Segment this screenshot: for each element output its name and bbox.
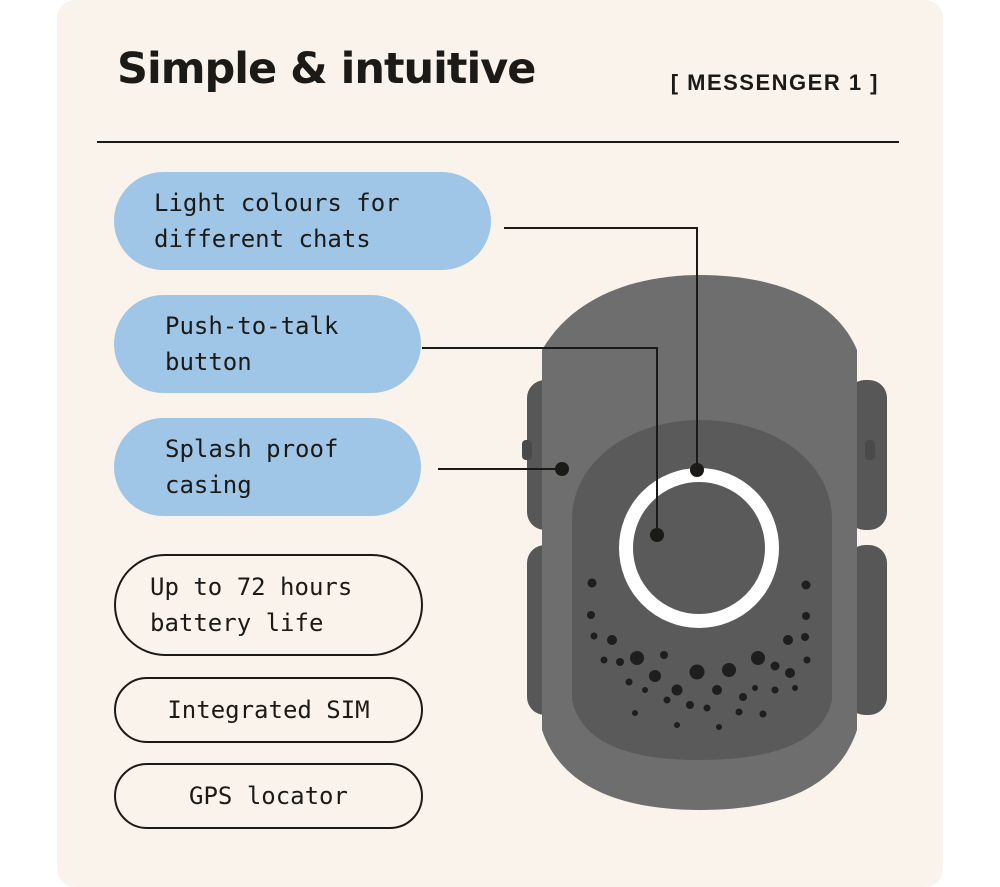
divider [97,141,899,143]
feature-sim-label: Integrated SIM [167,696,370,724]
feature-battery: Up to 72 hours battery life [114,554,423,656]
leader-lines [422,227,698,535]
device-illustration [422,227,887,810]
leader-dots [555,462,704,542]
feature-light-colours-label: Light colours for different chats [154,189,400,253]
feature-gps: GPS locator [114,763,423,829]
feature-gps-label: GPS locator [189,782,348,810]
feature-card: Simple & intuitive [ MESSENGER 1 ] [57,0,943,887]
feature-push-to-talk-label: Push-to-talk button [165,312,339,376]
feature-light-colours: Light colours for different chats [114,172,491,270]
feature-push-to-talk: Push-to-talk button [114,295,421,393]
feature-splash-proof: Splash proof casing [114,418,421,516]
feature-splash-proof-label: Splash proof casing [165,435,339,499]
side-button-right [865,440,875,460]
feature-battery-label: Up to 72 hours battery life [150,573,353,637]
product-tag: [ MESSENGER 1 ] [670,70,879,95]
feature-sim: Integrated SIM [114,677,423,743]
page-title: Simple & intuitive [117,44,536,94]
speaker-grille [587,578,811,730]
side-button-left [522,440,532,460]
